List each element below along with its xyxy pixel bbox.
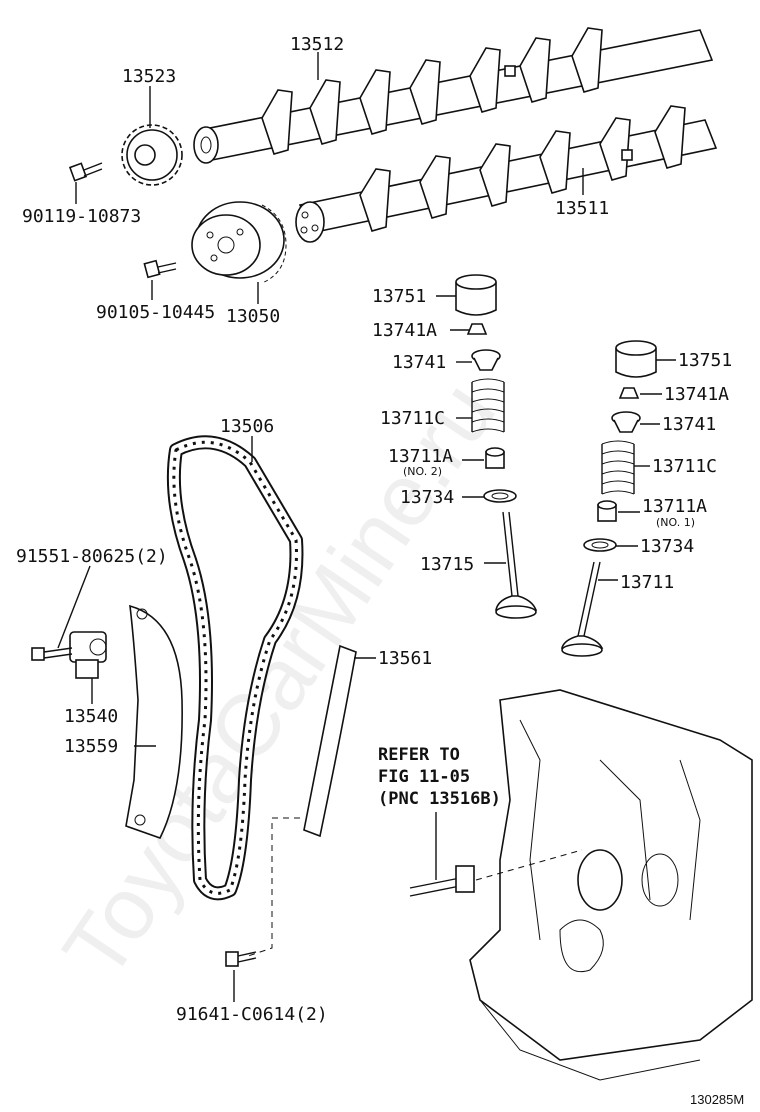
label-13751-right: 13751: [678, 350, 732, 371]
bolt-91641-c0614[interactable]: [225, 951, 257, 967]
dowel-pin-13516b[interactable]: [409, 865, 475, 897]
seal-13711a-left[interactable]: [485, 447, 505, 469]
label-13512: 13512: [290, 34, 344, 55]
refer-line-1: REFER TO: [378, 745, 460, 765]
keeper-13741a-left[interactable]: [466, 323, 488, 335]
seal-13711a-right[interactable]: [597, 500, 617, 522]
lifter-13751-right[interactable]: [615, 340, 657, 378]
label-13540: 13540: [64, 706, 118, 727]
spring-13711c-right[interactable]: [601, 440, 635, 495]
bolt-90105-10445[interactable]: [143, 259, 177, 279]
timing-chain-13506[interactable]: [166, 435, 304, 901]
sprocket-13523[interactable]: [121, 124, 183, 186]
valve-13715[interactable]: [495, 511, 538, 619]
retainer-13741-left[interactable]: [471, 349, 501, 371]
tensioner-13540[interactable]: [69, 631, 107, 679]
bolt-90119-10873[interactable]: [68, 162, 103, 182]
label-13561: 13561: [378, 648, 432, 669]
dashed-leader-pin: [475, 849, 583, 881]
keeper-13741a-right[interactable]: [618, 387, 640, 399]
sublabel-13711a-right: (NO. 1): [656, 516, 695, 529]
valve-13711[interactable]: [560, 561, 604, 657]
label-13741a-left: 13741A: [372, 320, 437, 341]
chain-slipper-13559[interactable]: [125, 604, 183, 839]
label-13741-left: 13741: [392, 352, 446, 373]
label-90105-10445: 90105-10445: [96, 302, 215, 323]
vvt-gear-13050[interactable]: [191, 201, 287, 284]
label-13734-left: 13734: [400, 487, 454, 508]
label-13050: 13050: [226, 306, 280, 327]
label-91641-c0614: 91641-C0614(2): [176, 1004, 328, 1025]
washer-13734-right[interactable]: [583, 538, 617, 552]
label-13711c-right: 13711C: [652, 456, 717, 477]
spring-13711c-left[interactable]: [471, 378, 505, 433]
label-13711a-left: 13711A: [388, 446, 453, 467]
chain-damper-13561[interactable]: [303, 644, 357, 838]
leader-91551: [57, 565, 91, 649]
label-13741-right: 13741: [662, 414, 716, 435]
label-13511: 13511: [555, 198, 609, 219]
sublabel-13711a-left: (NO. 2): [403, 465, 442, 478]
label-90119-10873: 90119-10873: [22, 206, 141, 227]
label-13734-right: 13734: [640, 536, 694, 557]
label-13506: 13506: [220, 416, 274, 437]
label-91551-80625: 91551-80625(2): [16, 546, 168, 567]
washer-13734-left[interactable]: [483, 489, 517, 503]
refer-line-3: (PNC 13516B): [378, 789, 501, 809]
refer-line-2: FIG 11-05: [378, 767, 470, 787]
retainer-13741-right[interactable]: [611, 411, 641, 433]
label-13711: 13711: [620, 572, 674, 593]
lifter-13751-left[interactable]: [455, 274, 497, 316]
bolt-91551-80625[interactable]: [31, 647, 73, 661]
label-13711c-left: 13711C: [380, 408, 445, 429]
label-13523: 13523: [122, 66, 176, 87]
camshaft-13511[interactable]: [295, 105, 718, 243]
dashed-leader-91641: [247, 817, 300, 957]
figure-code: 130285M: [690, 1092, 744, 1107]
label-13715: 13715: [420, 554, 474, 575]
engine-block: [469, 689, 753, 1081]
label-13741a-right: 13741A: [664, 384, 729, 405]
label-13751-left: 13751: [372, 286, 426, 307]
camshaft-13512[interactable]: [193, 27, 714, 164]
label-13559: 13559: [64, 736, 118, 757]
label-13711a-right: 13711A: [642, 496, 707, 517]
